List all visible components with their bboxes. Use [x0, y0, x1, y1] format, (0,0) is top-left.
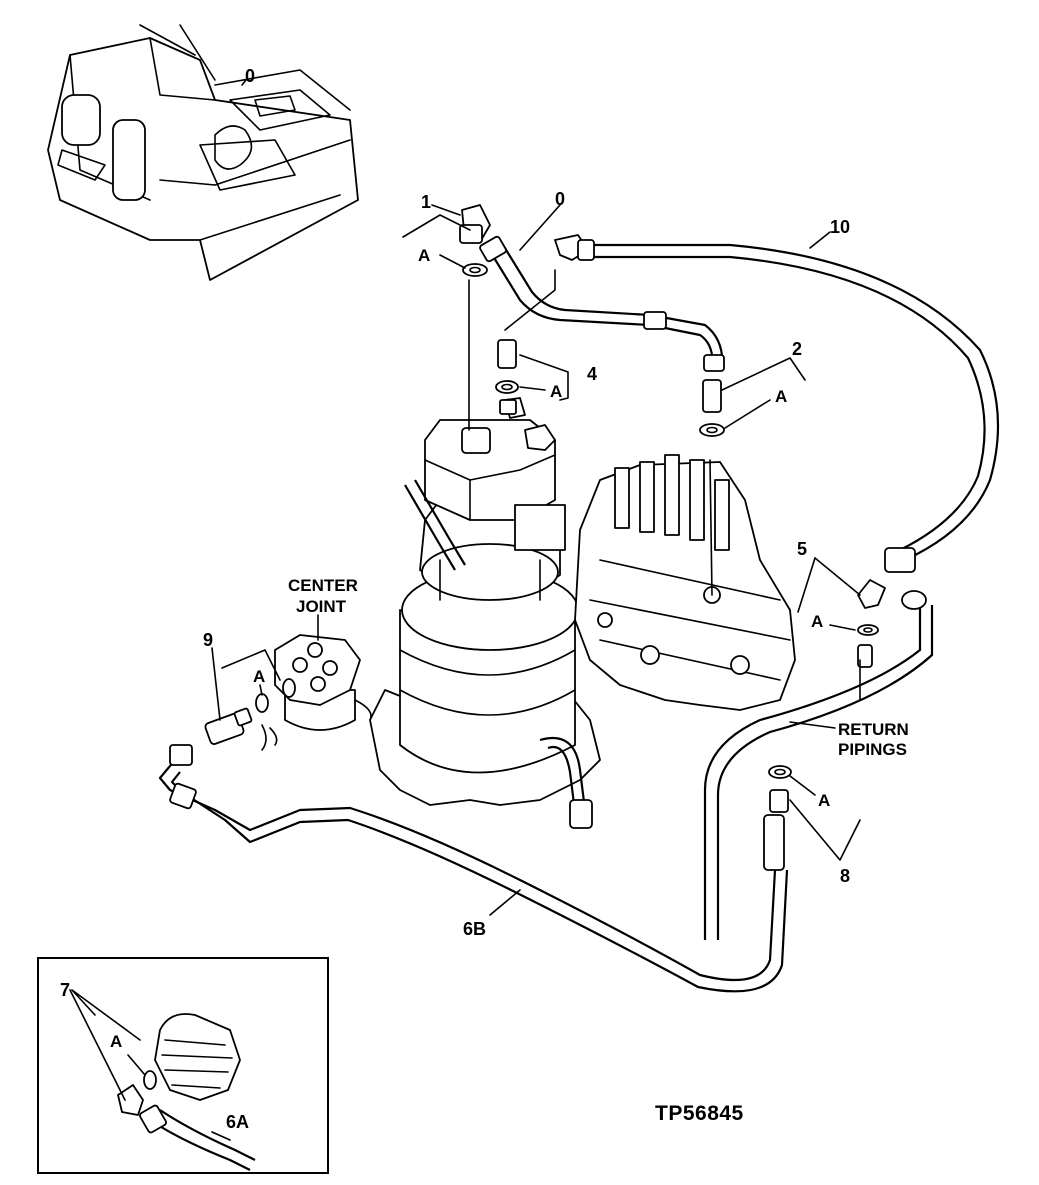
leader-1-a: [439, 254, 466, 269]
label-return-pipings-line1: RETURN: [838, 720, 909, 739]
figure-id: TP56845: [655, 1102, 744, 1125]
callout-1: 1: [421, 192, 431, 212]
o-ring-marker-4: A: [550, 382, 562, 401]
o-ring-marker-7: A: [110, 1032, 122, 1051]
callout-4: 4: [587, 364, 597, 384]
detail-inset: [37, 957, 329, 1174]
fitting-2: [699, 379, 725, 437]
fitting-1: [459, 204, 491, 277]
hose-10: [504, 234, 1000, 573]
leader-4-a: [519, 386, 546, 391]
leader-8-a: [789, 775, 816, 796]
callout-6a: 6A: [226, 1112, 249, 1132]
label-center-joint-line2: JOINT: [296, 597, 347, 616]
callout-7: 7: [60, 980, 70, 1000]
leader-0: [519, 204, 561, 251]
return-pipings: [703, 590, 934, 940]
fitting-9: [204, 678, 296, 751]
leader-5: [814, 557, 861, 596]
label-center-joint-line1: CENTER: [288, 576, 358, 595]
callout-0-machine: 0: [245, 66, 255, 86]
excavator-locator-illustration: [47, 24, 359, 281]
leader-0-machine: [241, 79, 247, 86]
bracket-4: [519, 354, 569, 401]
o-ring-marker-9: A: [253, 667, 265, 686]
callout-2: 2: [792, 339, 802, 359]
leader-10: [809, 231, 831, 249]
o-ring-marker-1: A: [418, 246, 430, 265]
leader-6b: [489, 889, 521, 916]
fitting-4: [495, 339, 519, 415]
bracket-5: [797, 557, 816, 613]
center-joint-illustration: [274, 634, 372, 731]
callout-6b: 6B: [463, 919, 486, 939]
bracket-8: [789, 799, 861, 861]
callout-0: 0: [555, 189, 565, 209]
bracket-9: [221, 649, 281, 681]
o-ring-marker-8: A: [818, 791, 830, 810]
callout-8: 8: [840, 866, 850, 886]
callout-9: 9: [203, 630, 213, 650]
o-ring-marker-2: A: [775, 387, 787, 406]
bracket-2: [721, 357, 806, 391]
leader-1: [431, 204, 461, 216]
leader-9: [211, 647, 221, 721]
hose-6b: [158, 744, 789, 993]
bracket-1: [402, 214, 471, 238]
fitting-8: [768, 765, 792, 813]
o-ring-marker-5: A: [811, 612, 823, 631]
leader-9-a: [259, 684, 263, 696]
swing-motor-illustration: [369, 397, 601, 829]
leader-return-pipings: [789, 721, 836, 729]
control-valve-illustration: [574, 454, 796, 711]
leader-2-a: [724, 399, 771, 429]
leader-5-a: [829, 624, 856, 631]
label-return-pipings-line2: PIPINGS: [838, 740, 907, 759]
callout-5: 5: [797, 539, 807, 559]
hose-0: [479, 235, 725, 372]
callout-10: 10: [830, 217, 850, 237]
fitting-5: [857, 579, 886, 636]
